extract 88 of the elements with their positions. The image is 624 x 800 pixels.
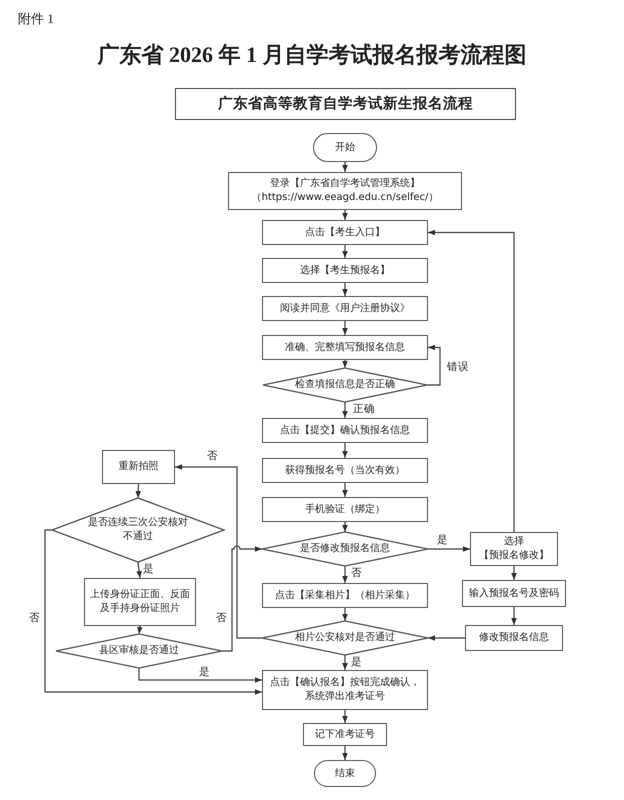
arrow — [342, 710, 348, 723]
arrow — [137, 626, 143, 634]
arrow — [175, 464, 262, 639]
step-text: 点击【提交】确认预报名信息 — [280, 424, 410, 438]
arrow — [138, 668, 262, 683]
process-box — [262, 220, 428, 245]
process-box — [462, 580, 566, 607]
arrow — [342, 162, 348, 172]
process-box — [262, 258, 428, 283]
arrow — [428, 230, 515, 532]
arrow — [511, 566, 517, 580]
arrow — [135, 484, 142, 498]
decision-text: 是否连续三次公安核对不通过 — [87, 516, 189, 544]
edge-label: 是 — [142, 563, 155, 576]
arrow — [342, 566, 348, 583]
decision-diamond — [263, 368, 427, 402]
arrow — [428, 635, 465, 641]
edge-label: 否 — [350, 567, 363, 580]
header-box — [175, 88, 516, 120]
process-box — [262, 335, 428, 360]
arrow — [222, 545, 262, 652]
decision-text: 县区审核是否通过 — [99, 644, 179, 658]
step-text: 输入预报名号及密码 — [469, 586, 559, 600]
arrow — [342, 608, 348, 621]
terminal-text: 结束 — [335, 766, 355, 780]
decision-text: 相片公安核对是否通过 — [295, 631, 395, 645]
arrow — [427, 344, 441, 386]
process-box — [262, 296, 428, 321]
process-box — [303, 723, 387, 746]
page-title: 广东省 2026 年 1 月自学考试报名报考流程图 — [96, 41, 528, 69]
arrow — [342, 245, 348, 258]
step-text: 登录【广东省自学考试管理系统】（https://www.eeagd.edu.cn/selfec/） — [250, 177, 440, 205]
arrow — [342, 483, 348, 497]
arrow — [342, 321, 348, 335]
arrow — [342, 402, 348, 418]
arrow — [136, 562, 142, 578]
arrow — [342, 360, 348, 368]
arrow — [342, 746, 348, 760]
step-text: 选择【预报名修改】 — [478, 535, 550, 563]
decision-text: 是否修改预报名信息 — [300, 542, 390, 556]
step-text: 准确、完整填写预报名信息 — [285, 340, 405, 354]
step-text: 点击【确认报名】按钮完成确认，系统弹出准考证号 — [269, 676, 421, 704]
edge-label: 否 — [28, 612, 41, 625]
edge-label: 是 — [198, 666, 211, 679]
step-text: 记下准考证号 — [315, 728, 375, 742]
decision-text: 检查填报信息是否正确 — [295, 378, 395, 392]
process-box — [262, 458, 428, 483]
decision-diamond — [262, 532, 428, 566]
edge-label: 否 — [206, 450, 219, 463]
arrow — [342, 210, 348, 220]
step-text: 修改预报名信息 — [479, 631, 549, 645]
decision-diamond — [262, 621, 428, 655]
process-box — [470, 532, 558, 566]
step-text: 重新拍照 — [118, 460, 158, 474]
terminal-pill — [314, 760, 376, 787]
decision-diamond — [56, 634, 222, 668]
terminal-pill — [313, 133, 377, 162]
arrow — [342, 522, 348, 532]
edge-label: 否 — [215, 612, 228, 625]
step-text: 手机验证（绑定） — [305, 502, 385, 516]
step-text: 点击【考生入口】 — [305, 226, 385, 240]
process-box — [465, 625, 563, 651]
step-text: 上传身份证正面、反面及手持身份证照片 — [89, 588, 191, 616]
process-box — [228, 172, 462, 210]
edge-label: 正确 — [352, 403, 376, 416]
decision-diamond — [52, 498, 224, 562]
annex-label: 附件 1 — [18, 10, 54, 28]
edge-label: 错误 — [446, 361, 470, 374]
process-box — [102, 450, 175, 484]
step-text: 选择【考生预报名】 — [300, 264, 390, 278]
arrow — [342, 655, 348, 670]
process-box — [262, 583, 428, 608]
process-box — [262, 418, 428, 443]
step-text: 点击【采集相片】（相片采集） — [275, 588, 415, 602]
process-box — [262, 670, 428, 710]
process-box — [84, 578, 196, 626]
edge-label: 是 — [436, 534, 449, 547]
process-box — [262, 497, 428, 522]
edge-label: 是 — [350, 656, 363, 669]
arrow — [342, 283, 348, 296]
arrow — [44, 529, 262, 695]
step-text: 获得预报名号（当次有效） — [285, 464, 405, 478]
arrow — [428, 546, 470, 552]
step-text: 阅读并同意《用户注册协议》 — [280, 302, 410, 316]
header-text: 广东省高等教育自学考试新生报名流程 — [218, 94, 473, 114]
arrow — [511, 607, 517, 625]
terminal-text: 开始 — [335, 140, 355, 154]
arrow — [342, 443, 348, 458]
